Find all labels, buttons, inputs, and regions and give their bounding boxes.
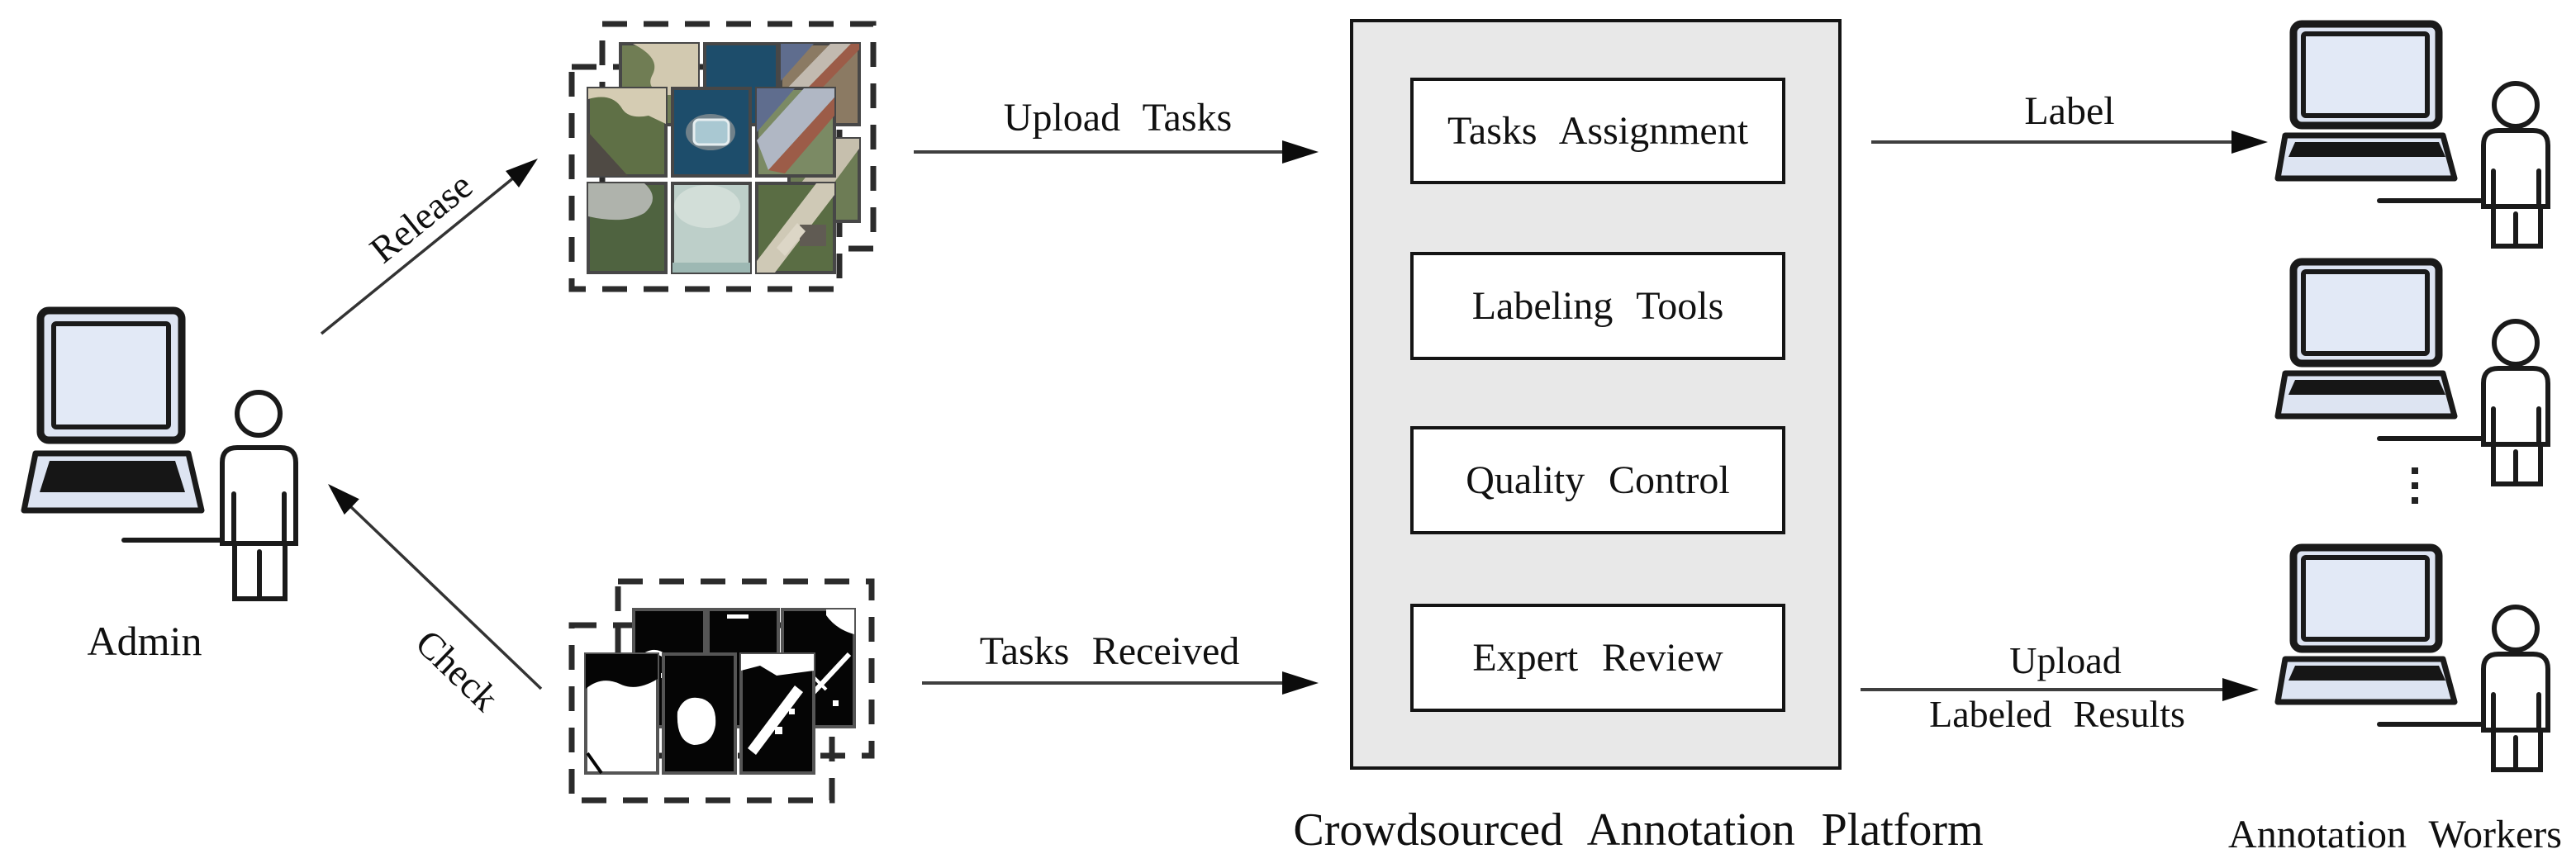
label-arrow bbox=[1871, 130, 2268, 154]
module-label: Labeling Tools bbox=[1471, 284, 1724, 328]
admin-label: Admin bbox=[87, 618, 202, 664]
result-masks-icon bbox=[568, 578, 875, 804]
platform-title: Crowdsourced Annotation Platform bbox=[1293, 804, 1984, 856]
module-label: Tasks Assignment bbox=[1447, 109, 1749, 153]
module-label: Quality Control bbox=[1466, 458, 1730, 502]
worker-workstation-icon bbox=[2278, 548, 2548, 770]
module-expert-review: Expert Review bbox=[1410, 604, 1785, 712]
upload-labeled-results-arrow bbox=[1861, 678, 2259, 701]
more-workers-ellipsis-icon bbox=[2412, 467, 2418, 504]
worker-workstation-icon bbox=[2278, 262, 2548, 484]
upload-results-label-line1: Upload bbox=[2009, 639, 2122, 681]
upload-results-label-line2: Labeled Results bbox=[1929, 693, 2185, 735]
task-tiles-icon bbox=[568, 21, 877, 292]
label-arrow-label: Label bbox=[2024, 89, 2115, 133]
annotation-workers-label: Annotation Workers bbox=[2228, 813, 2562, 856]
module-tasks-assignment: Tasks Assignment bbox=[1410, 78, 1785, 184]
admin-workstation-icon bbox=[21, 306, 298, 601]
tasks-received-label: Tasks Received bbox=[979, 629, 1240, 673]
module-label: Expert Review bbox=[1472, 636, 1723, 680]
release-arrow bbox=[320, 159, 538, 335]
module-quality-control: Quality Control bbox=[1410, 426, 1785, 534]
upload-tasks-label: Upload Tasks bbox=[1003, 96, 1233, 140]
worker-workstation-icon bbox=[2278, 24, 2548, 246]
check-arrow bbox=[328, 484, 543, 690]
upload-tasks-arrow bbox=[914, 140, 1319, 164]
tasks-received-arrow bbox=[922, 671, 1319, 695]
module-labeling-tools: Labeling Tools bbox=[1410, 252, 1785, 360]
